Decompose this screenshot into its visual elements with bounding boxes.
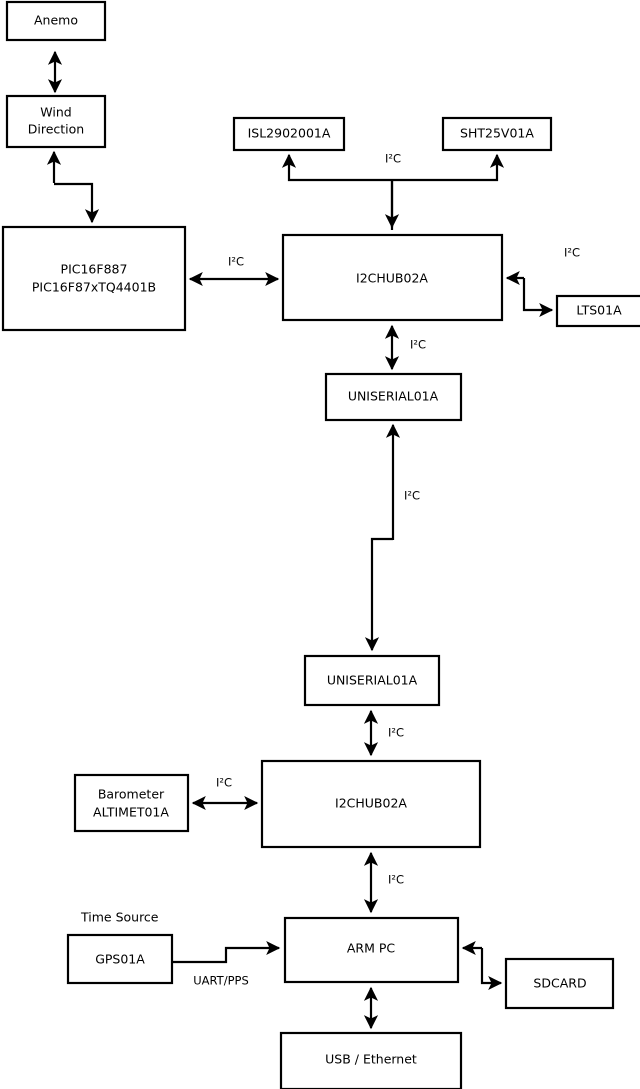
node-wind-direction-label-line1: Wind [40, 105, 71, 120]
node-uniserial01a-bottom-label: UNISERIAL01A [327, 673, 418, 688]
edge-label-barometer-hub: I²C [216, 776, 232, 790]
node-usb-ethernet-label: USB / Ethernet [325, 1052, 417, 1067]
node-uniserial01a-bottom[interactable]: UNISERIAL01A [303, 654, 441, 707]
node-sdcard[interactable]: SDCARD [504, 957, 615, 1010]
node-gps01a-label: GPS01A [95, 952, 145, 967]
node-sht25v01a-label: SHT25V01A [460, 126, 534, 141]
node-barometer-label-line2: ALTIMET01A [93, 805, 169, 820]
node-pic16f887-label-line1: PIC16F887 [61, 262, 128, 277]
label-time-source: Time Source [80, 910, 159, 925]
node-lts01a[interactable]: LTS01A [555, 294, 640, 328]
connector-gps-armpc [172, 940, 281, 964]
node-barometer-altimet01a[interactable]: Barometer ALTIMET01A [73, 773, 190, 833]
node-uniserial01a-top-label: UNISERIAL01A [348, 389, 439, 404]
node-i2chub02a-top[interactable]: I2CHUB02A [281, 233, 504, 322]
node-arm-pc[interactable]: ARM PC [283, 916, 460, 984]
node-wind-direction-label-line2: Direction [28, 122, 84, 137]
connector-wind-to-pic-down [54, 182, 100, 224]
node-wind-direction[interactable]: Wind Direction [5, 94, 107, 149]
edge-label-hub-armpc: I²C [388, 873, 404, 887]
edge-label-uniserial-link: I²C [404, 489, 420, 503]
connector-armpc-to-sdcard [480, 948, 503, 991]
node-isl2902001a[interactable]: ISL2902001A [232, 116, 346, 152]
node-isl2902001a-label: ISL2902001A [248, 126, 331, 141]
node-i2chub02a-top-label: I2CHUB02A [356, 271, 428, 286]
node-i2chub02a-bottom[interactable]: I2CHUB02A [260, 759, 482, 849]
edge-label-pic-hub: I²C [228, 255, 244, 269]
node-arm-pc-label: ARM PC [347, 941, 396, 956]
node-lts01a-label: LTS01A [576, 303, 622, 318]
node-uniserial01a-top[interactable]: UNISERIAL01A [324, 372, 463, 422]
edge-label-uniserial-hub-bot: I²C [388, 726, 404, 740]
node-sdcard-label: SDCARD [533, 976, 586, 991]
node-i2chub02a-bottom-label: I2CHUB02A [335, 796, 407, 811]
edge-label-sensors-top: I²C [385, 152, 401, 166]
node-usb-ethernet[interactable]: USB / Ethernet [279, 1031, 463, 1089]
connector-hub-to-isl [281, 153, 392, 182]
node-barometer-label-line1: Barometer [98, 787, 165, 802]
node-sht25v01a[interactable]: SHT25V01A [441, 116, 553, 152]
node-gps01a[interactable]: GPS01A [66, 933, 174, 985]
edge-label-hub-uniserial: I²C [410, 338, 426, 352]
connector-long-link-down [364, 537, 393, 652]
connector-hub-to-sht [392, 153, 505, 182]
node-pic16f887[interactable]: PIC16F887 PIC16F87xTQ4401B [1, 225, 187, 332]
edge-label-uart-pps: UART/PPS [193, 974, 249, 988]
node-pic16f887-label-line2: PIC16F87xTQ4401B [32, 280, 156, 295]
connector-hub-to-lts [522, 278, 554, 318]
edge-label-hub-lts: I²C [564, 246, 580, 260]
node-anemo[interactable]: Anemo [5, 0, 107, 42]
node-anemo-label: Anemo [34, 13, 78, 28]
